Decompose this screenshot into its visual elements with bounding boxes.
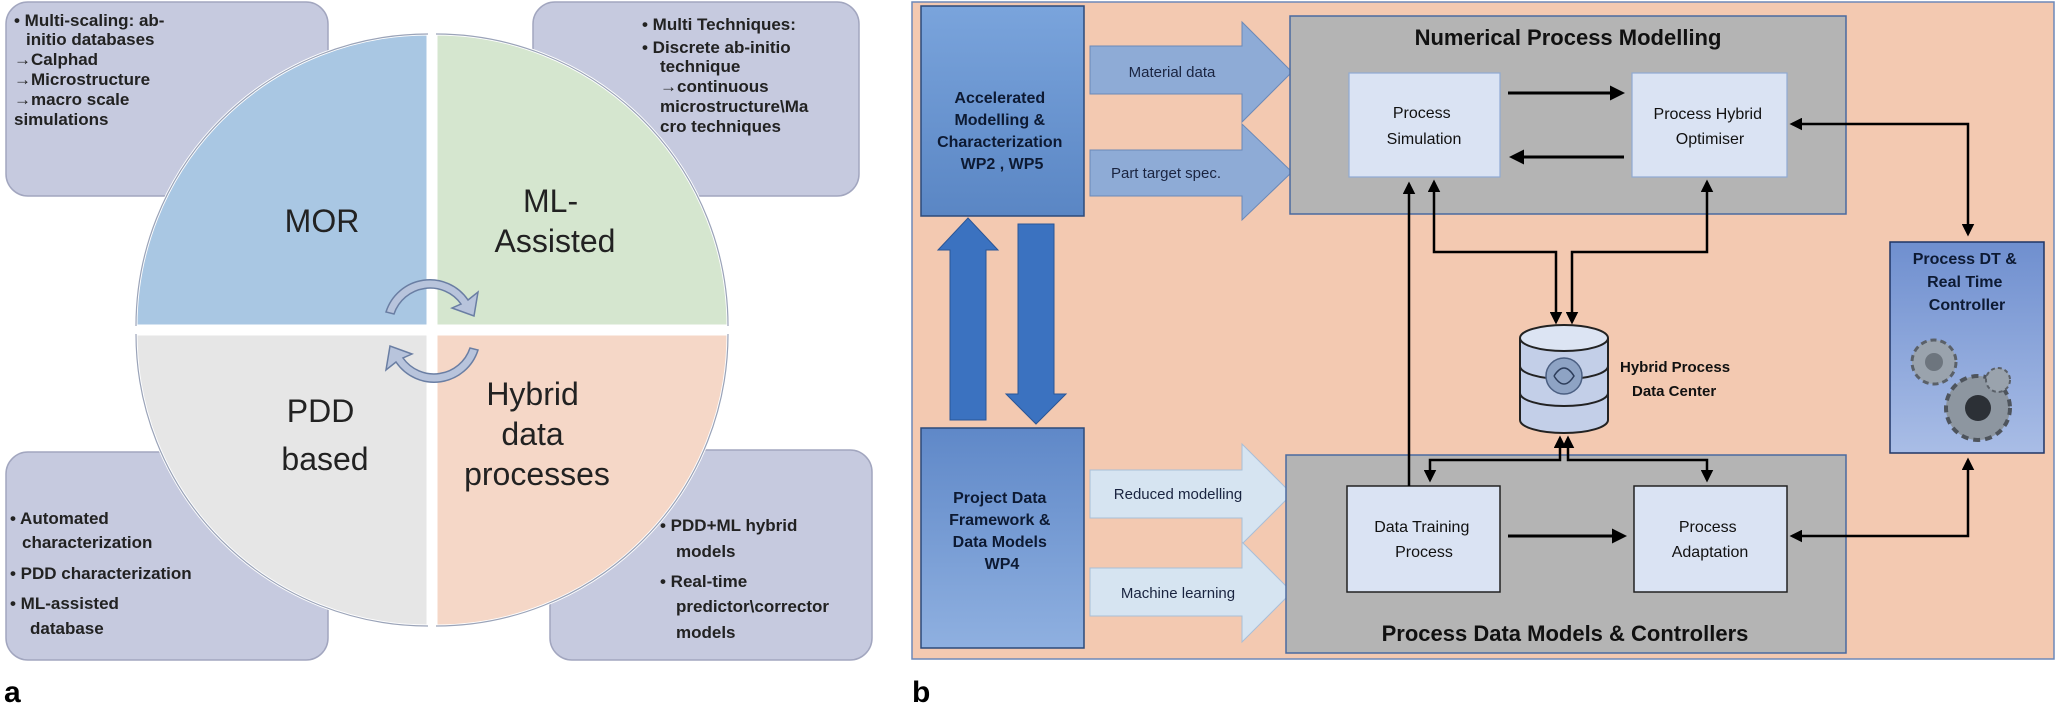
- reduced-modelling-label: Reduced modelling: [1114, 486, 1242, 503]
- hybrid-optimiser-box: [1631, 72, 1788, 178]
- quadrant-outline: [135, 33, 729, 627]
- panel-b: Accelerated Modelling & Characterization…: [911, 1, 2055, 660]
- project-data-label: Project Data Framework & Data Models WP4: [949, 490, 1055, 573]
- process-simulation-label: Process Simulation: [1387, 105, 1462, 148]
- text-bottom-right: • PDD+ML hybrid models • Real-time predi…: [660, 516, 834, 642]
- arrow-machine-learning: [1089, 540, 1293, 644]
- cycle-arrow-top: [385, 279, 480, 318]
- hybrid-optimiser-label: Process Hybrid Optimiser: [1654, 106, 1767, 148]
- project-data-box: [920, 427, 1085, 649]
- text-bottom-left: • Automated characterization • PDD chara…: [10, 509, 196, 638]
- panel-letter-a: a: [4, 676, 21, 709]
- label-ml-assisted: ML- Assisted: [495, 183, 616, 259]
- arrow-up-to-accelerated: [936, 217, 1000, 421]
- label-mor: MOR: [285, 203, 360, 239]
- process-adaptation-box: [1633, 485, 1788, 593]
- gears-icon: [1910, 338, 2012, 442]
- text-top-left: • Multi-scaling: ab- initio databases →C…: [14, 11, 169, 129]
- arrow-down-to-project-data: [1004, 223, 1068, 425]
- arrow-material-data: [1089, 20, 1293, 124]
- part-target-label: Part target spec.: [1111, 165, 1221, 182]
- text-top-right: • Multi Techniques: • Discrete ab-initio…: [642, 15, 813, 136]
- label-pdd-based: PDD based: [281, 393, 368, 477]
- connector-optimiser-to-datacenter: [1565, 179, 1714, 325]
- data-training-label: Data Training Process: [1374, 519, 1474, 561]
- connector-optimiser-to-dt: [1789, 117, 1975, 237]
- connector-datacenter-to-adaptation: [1561, 435, 1714, 483]
- dt-controller-label: Process DT & Real Time Controller: [1913, 251, 2022, 314]
- panel-letter-b: b: [912, 676, 930, 709]
- numerical-process-modelling-title: Numerical Process Modelling: [1415, 25, 1722, 50]
- machine-learning-label: Machine learning: [1121, 585, 1235, 602]
- arrow-reduced-modelling: [1089, 442, 1293, 546]
- accelerated-modelling-label: Accelerated Modelling & Characterization…: [937, 90, 1067, 173]
- cycle-arrow-bottom: [384, 344, 479, 383]
- data-center-label: Hybrid Process Data Center: [1620, 359, 1734, 400]
- process-adaptation-label: Process Adaptation: [1672, 519, 1749, 561]
- panel-a: MOR ML- Assisted PDD based Hybrid data p…: [5, 1, 873, 661]
- arrow-part-target: [1089, 122, 1293, 222]
- process-data-models-title: Process Data Models & Controllers: [1382, 621, 1749, 646]
- accelerated-modelling-box: [920, 5, 1085, 217]
- process-simulation-box: [1348, 72, 1501, 178]
- data-center-icon: [1519, 324, 1609, 434]
- connector-sim-to-datacenter: [1427, 179, 1563, 325]
- data-training-box: [1346, 485, 1501, 593]
- connector-datacenter-to-training: [1423, 435, 1567, 483]
- label-hybrid: Hybrid data processes: [464, 376, 610, 492]
- material-data-label: Material data: [1129, 64, 1216, 81]
- connector-adaptation-to-dt: [1789, 457, 1975, 543]
